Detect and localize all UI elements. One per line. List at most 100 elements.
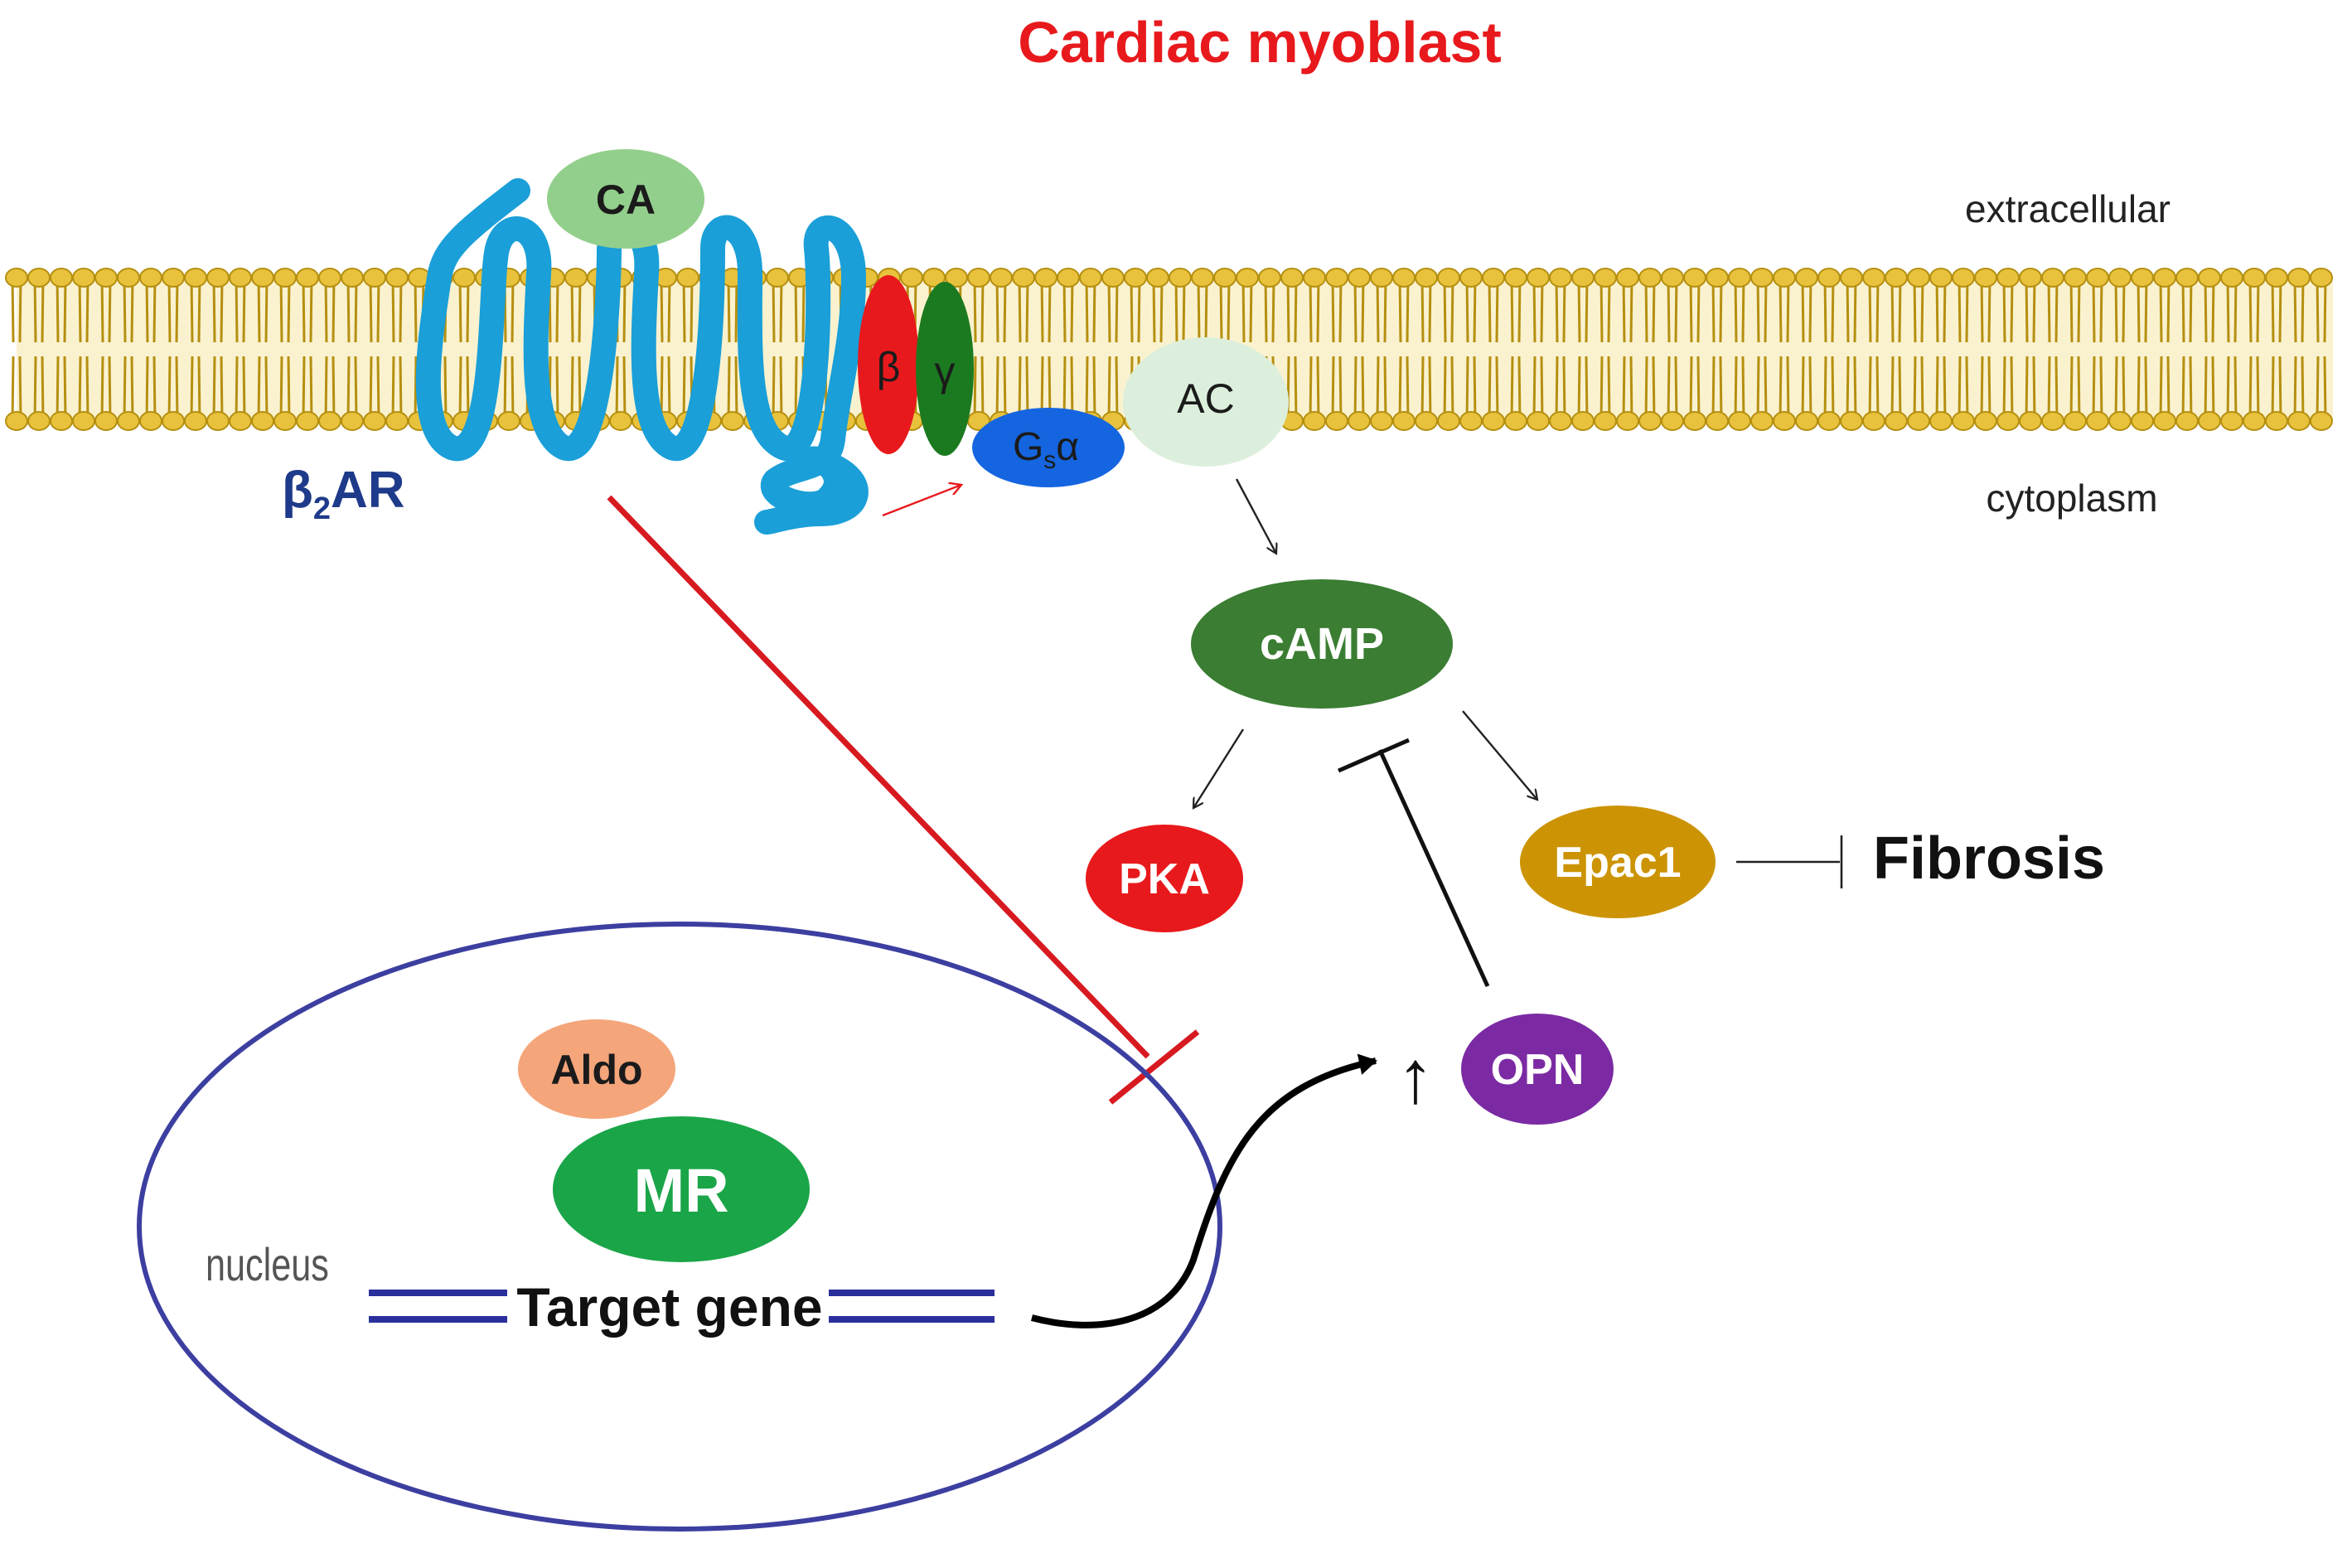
lipid-head — [1840, 411, 1863, 431]
lipid-tail — [1488, 277, 1499, 343]
lipid-tail — [1420, 277, 1432, 343]
lipid-head — [27, 411, 51, 431]
lipid-head — [251, 268, 274, 288]
lipid-tail — [302, 277, 313, 343]
lipid-head — [1817, 411, 1841, 431]
mr-label: MR — [633, 1156, 728, 1225]
lipid-head — [251, 411, 274, 431]
lipid-tail — [2047, 356, 2059, 422]
lipid-tail — [2137, 356, 2148, 422]
lipid-tail — [78, 356, 90, 422]
lipid-head — [117, 268, 140, 288]
lipid-head — [1482, 268, 1505, 288]
lipid-tail — [2271, 356, 2282, 422]
lipid-tail — [2159, 356, 2171, 422]
lipid-head — [1795, 268, 1818, 288]
lipid-head — [2265, 268, 2288, 288]
lipid-head — [1929, 411, 1953, 431]
lipid-tail — [1890, 277, 1902, 343]
lipid-head — [1840, 268, 1863, 288]
lipid-head — [1124, 268, 1147, 288]
lipid-tail — [190, 356, 201, 422]
lipid-tail — [346, 277, 358, 343]
lipid-tail — [33, 356, 45, 422]
lipid-head — [363, 411, 386, 431]
lipid-head — [1370, 268, 1393, 288]
lipid-tail — [145, 277, 157, 343]
lipid-head — [2243, 268, 2266, 288]
lipid-tail — [1555, 277, 1566, 343]
lipid-tail — [794, 277, 806, 343]
lipid-head — [1773, 268, 1796, 288]
lipid-tail — [1331, 356, 1343, 422]
lipid-head — [1594, 268, 1617, 288]
lipid-head — [1974, 268, 1997, 288]
lipid-head — [1549, 411, 1572, 431]
lipid-tail — [1935, 356, 1947, 422]
lipid-head — [1325, 268, 1348, 288]
lipid-head — [1728, 411, 1751, 431]
lipid-tail — [1846, 277, 1857, 343]
lipid-tail — [2293, 277, 2305, 343]
lipid-tail — [682, 277, 694, 343]
lipid-head — [341, 411, 364, 431]
lipid-head — [1169, 268, 1192, 288]
lipid-head — [1817, 268, 1841, 288]
lipid-head — [1504, 268, 1527, 288]
lipid-tail — [1846, 356, 1857, 422]
lipid-tail — [11, 277, 22, 343]
lipid-tail — [100, 277, 112, 343]
lipid-tail — [1801, 356, 1812, 422]
lipid-head — [1750, 411, 1774, 431]
lipid-head — [2131, 411, 2154, 431]
beta2ar-receptor-coil — [415, 178, 866, 517]
lipid-tail — [1599, 277, 1611, 343]
lipid-head — [229, 268, 252, 288]
lipid-head — [1437, 411, 1460, 431]
opn-camp-inhibition-line — [1377, 748, 1490, 988]
lipid-head — [1437, 268, 1460, 288]
lipid-head — [1459, 268, 1483, 288]
lipid-tail — [727, 277, 738, 343]
lipid-tail — [1711, 356, 1723, 422]
lipid-tail — [1913, 356, 1924, 422]
lipid-tail — [1443, 277, 1454, 343]
lipid-head — [341, 268, 364, 288]
lipid-head — [50, 268, 73, 288]
lipid-tail — [1219, 277, 1231, 343]
lipid-head — [162, 268, 185, 288]
g-beta-subunit — [858, 275, 919, 454]
lipid-tail — [1510, 277, 1522, 343]
lipid-tail — [2248, 356, 2260, 422]
lipid-head — [2086, 411, 2109, 431]
lipid-tail — [1532, 356, 1544, 422]
lipid-head — [1527, 411, 1550, 431]
lipid-head — [1571, 268, 1595, 288]
lipid-head — [1325, 411, 1348, 431]
lipid-head — [1549, 268, 1572, 288]
extracellular-label: extracellular — [1965, 187, 2171, 230]
lipid-tail — [2226, 277, 2238, 343]
lipid-tail — [1756, 277, 1768, 343]
epac1-node — [1520, 806, 1716, 918]
mr-node — [553, 1116, 810, 1262]
lipid-tail — [973, 356, 985, 422]
lipid-tail — [1599, 356, 1611, 422]
lipid-tail — [56, 277, 67, 343]
g-beta-label: β — [877, 344, 901, 390]
opn-node — [1461, 1014, 1614, 1125]
lipid-tail — [1443, 356, 1454, 422]
lipid-tail — [1980, 277, 1991, 343]
lipid-tail — [1062, 277, 1074, 343]
lipid-tail — [2069, 356, 2081, 422]
lipid-tail — [257, 277, 269, 343]
lipid-tail — [1689, 277, 1701, 343]
lipid-head — [2175, 268, 2199, 288]
lipid-tail — [2248, 277, 2260, 343]
lipid-tail — [167, 356, 179, 422]
lipid-tail — [2092, 356, 2103, 422]
lipid-head — [229, 411, 252, 431]
lipid-tail — [1644, 356, 1656, 422]
lipid-head — [139, 268, 162, 288]
lipid-tail — [727, 356, 738, 422]
